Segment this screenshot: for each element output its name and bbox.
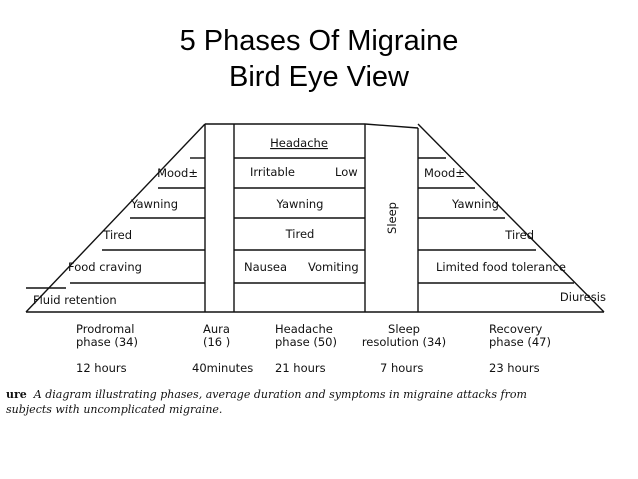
prodromal-label-food-craving: Food craving (68, 260, 142, 274)
phase-sleep: Sleep resolution (34) (356, 323, 452, 349)
phase-count: resolution (34) (361, 335, 447, 349)
headache-label-yawning: Yawning (276, 197, 324, 211)
phase-duration: 7 hours (380, 361, 424, 375)
phase-name: Prodromal (76, 322, 135, 336)
phase-duration: 23 hours (489, 361, 540, 375)
page-subtitle: Bird Eye View (229, 61, 409, 93)
headache-label-vomiting: Vomiting (308, 260, 359, 274)
headache-header: Headache (270, 136, 328, 150)
right-slope-line (417, 123, 605, 313)
caption-prefix: ure (6, 388, 27, 401)
headache-label-nausea: Nausea (244, 260, 287, 274)
headache-label-low: Low (335, 165, 358, 179)
headache-label-tired: Tired (285, 227, 315, 241)
caption-line-2: subjects with uncomplicated migraine. (6, 403, 223, 416)
phase-recovery: Recovery phase (47) (489, 323, 551, 349)
phase-duration: 40minutes (192, 361, 254, 375)
phase-count: phase (50) (275, 335, 337, 349)
sleep-label: Sleep (385, 202, 399, 234)
phase-count: phase (47) (489, 335, 551, 349)
prodromal-label-tired: Tired (102, 228, 132, 242)
prodromal-label-fluid-retention: Fluid retention (33, 293, 117, 307)
phase-count: phase (34) (76, 335, 138, 349)
phase-duration: 21 hours (275, 361, 326, 375)
phase-aura: Aura (16 ) (203, 323, 230, 349)
page-title: 5 Phases Of Migraine (179, 25, 459, 57)
phase-count: (16 ) (203, 335, 231, 349)
phase-duration: 12 hours (76, 361, 127, 375)
phase-name: Recovery (489, 322, 543, 336)
diagram-outline (25, 123, 605, 313)
phase-name: Aura (203, 322, 230, 336)
recovery-label-tired: Tired (504, 228, 534, 242)
prodromal-label-yawning: Yawning (130, 197, 178, 211)
left-slope-line (25, 123, 206, 313)
prodromal-label-mood: Mood± (157, 166, 198, 180)
phase-prodromal: Prodromal phase (34) (76, 323, 138, 349)
recovery-label-limited-food: Limited food tolerance (436, 260, 566, 274)
top-edge-right-line (364, 123, 419, 129)
recovery-label-yawning: Yawning (451, 197, 499, 211)
recovery-label-mood: Mood± (424, 166, 465, 180)
recovery-label-diuresis: Diuresis (560, 290, 606, 304)
caption-line-1: A diagram illustrating phases, average d… (33, 388, 527, 401)
headache-label-irritable: Irritable (250, 165, 295, 179)
figure-caption: ure A diagram illustrating phases, avera… (6, 387, 626, 417)
phase-headache: Headache phase (50) (275, 323, 337, 349)
phase-name: Sleep (388, 322, 420, 336)
phase-name: Headache (275, 322, 333, 336)
